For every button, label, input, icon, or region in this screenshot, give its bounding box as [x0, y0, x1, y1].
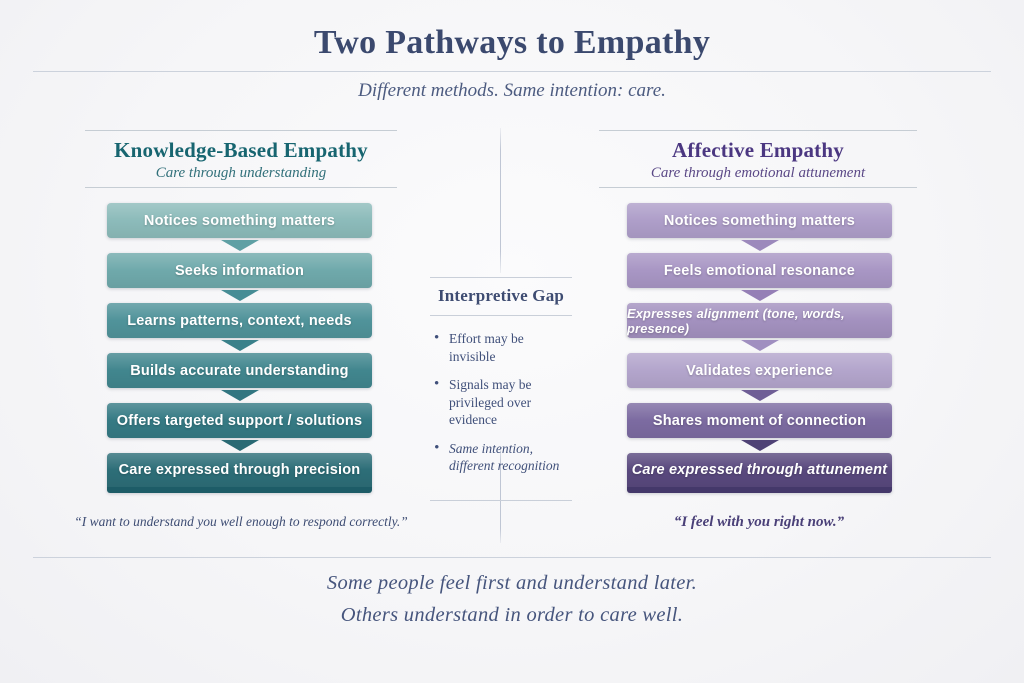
- affective-quote: “I feel with you right now.”: [673, 514, 845, 530]
- knowledge-column-title: Knowledge-Based Empathy: [114, 138, 368, 162]
- affective-step-4: Validates experience: [627, 353, 892, 388]
- knowledge-step-6: Care expressed through precision: [107, 453, 372, 493]
- page-subtitle: Different methods. Same intention: care.: [358, 80, 666, 101]
- arrow-down-icon: [740, 240, 779, 251]
- knowledge-step-5: Offers targeted support / solutions: [107, 403, 372, 438]
- knowledge-step-1: Notices something matters: [107, 203, 372, 238]
- gap-bullet-3: Same intention, different recognition: [434, 439, 572, 475]
- footer-divider: [33, 557, 991, 558]
- arrow-down-icon: [740, 290, 779, 301]
- arrow-down-icon: [740, 440, 779, 451]
- affective-column-title: Affective Empathy: [672, 138, 844, 162]
- center-divider-bottom: [500, 447, 501, 543]
- affective-step-1: Notices something matters: [627, 203, 892, 238]
- knowledge-column-header: Knowledge-Based Empathy Care through und…: [85, 130, 397, 188]
- arrow-down-icon: [220, 340, 259, 351]
- arrow-down-icon: [220, 390, 259, 401]
- affective-step-5: Shares moment of connection: [627, 403, 892, 438]
- affective-column-subtitle: Care through emotional attunement: [650, 165, 866, 181]
- interpretive-gap-bullets: Effort may be invisible Signals may be p…: [430, 316, 572, 490]
- interpretive-gap-panel: Interpretive Gap Effort may be invisible…: [430, 277, 572, 501]
- gap-bullet-2: Signals may be privileged over evidence: [434, 375, 572, 429]
- knowledge-step-2: Seeks information: [107, 253, 372, 288]
- affective-step-stack: Notices something matters Feels emotiona…: [627, 203, 892, 493]
- footer-line-1: Some people feel first and understand la…: [326, 572, 698, 594]
- arrow-down-icon: [220, 240, 259, 251]
- affective-step-2: Feels emotional resonance: [627, 253, 892, 288]
- knowledge-step-stack: Notices something matters Seeks informat…: [107, 203, 372, 493]
- affective-column-header: Affective Empathy Care through emotional…: [599, 130, 917, 188]
- gap-bullet-1: Effort may be invisible: [434, 329, 572, 365]
- center-divider-top: [500, 128, 501, 273]
- page-title: Two Pathways to Empathy: [313, 24, 711, 61]
- arrow-down-icon: [740, 340, 779, 351]
- interpretive-gap-title: Interpretive Gap: [430, 278, 572, 316]
- footer-line-2: Others understand in order to care well.: [340, 604, 684, 626]
- arrow-down-icon: [220, 290, 259, 301]
- knowledge-step-4: Builds accurate understanding: [107, 353, 372, 388]
- knowledge-column-subtitle: Care through understanding: [155, 165, 327, 181]
- affective-step-6: Care expressed through attunement: [627, 453, 892, 493]
- affective-step-3: Expresses alignment (tone, words, presen…: [627, 303, 892, 338]
- arrow-down-icon: [740, 390, 779, 401]
- title-divider: [33, 71, 991, 72]
- knowledge-step-3: Learns patterns, context, needs: [107, 303, 372, 338]
- arrow-down-icon: [220, 440, 259, 451]
- knowledge-quote: “I want to understand you well enough to…: [74, 514, 408, 529]
